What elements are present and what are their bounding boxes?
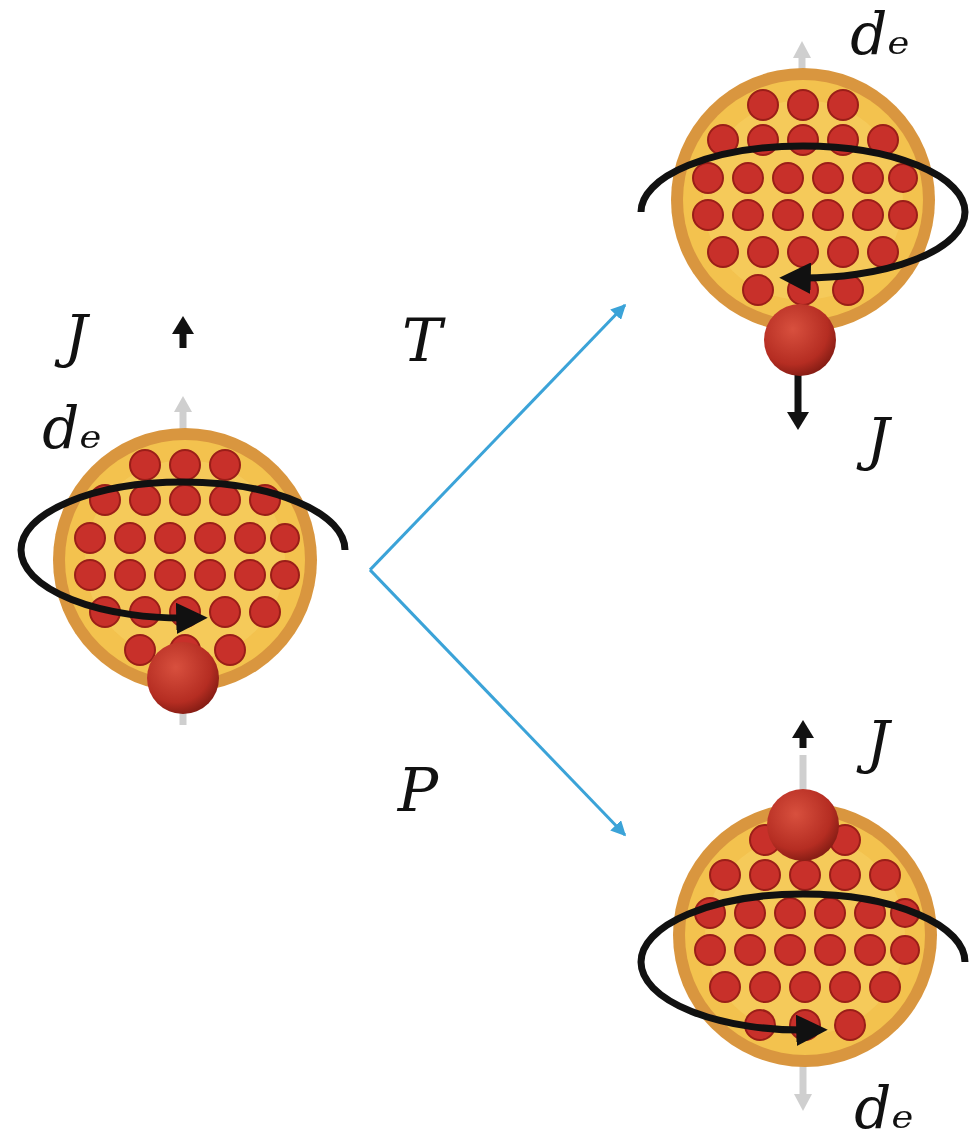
operation-label: T [402, 310, 442, 370]
pepperoni-ball [147, 642, 219, 714]
rotation-arrow [641, 146, 965, 278]
transform-arrow [370, 570, 625, 835]
pepperoni-ball [767, 789, 839, 861]
rotation-arrow [21, 482, 345, 618]
vector-label: J [64, 307, 87, 365]
operation-label: P [398, 760, 438, 820]
pizza-node: dₑJ [630, 0, 965, 470]
transform-arrow [370, 305, 625, 570]
vector-label: dₑ [854, 1079, 914, 1137]
pizza [671, 68, 935, 332]
vector-label: J [866, 410, 889, 468]
rotation-arrow [641, 894, 965, 1030]
vector-label: J [866, 713, 889, 771]
vector-label: dₑ [42, 399, 102, 457]
pizza-node: Jdₑ [20, 290, 360, 730]
vector-label: dₑ [850, 5, 910, 63]
pepperoni-ball [764, 304, 836, 376]
pizza-node: Jdₑ [630, 700, 965, 1140]
